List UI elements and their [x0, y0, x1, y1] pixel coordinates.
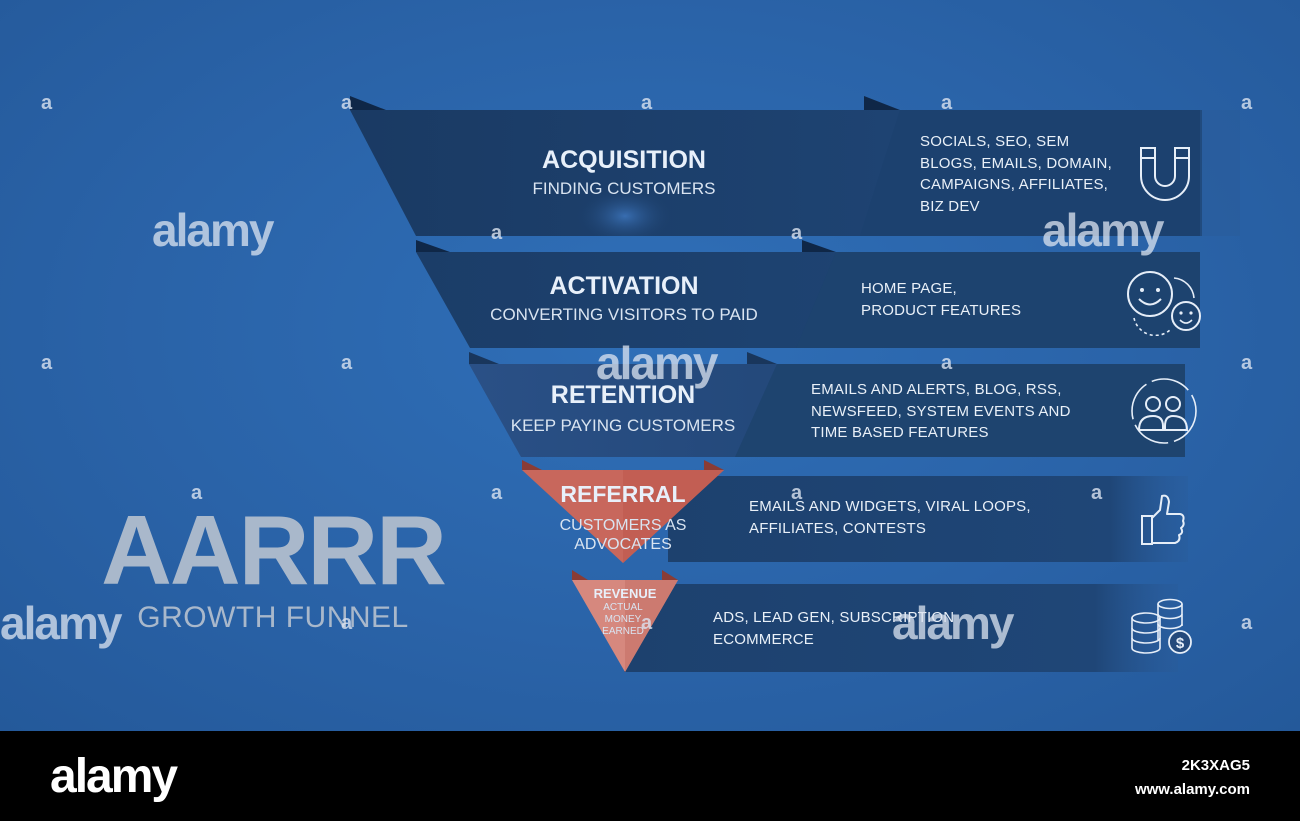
acquisition-details: SOCIALS, SEO, SEM BLOGS, EMAILS, DOMAIN,… — [920, 131, 1180, 217]
watermark-letter: a — [941, 352, 953, 374]
retention-details: EMAILS AND ALERTS, BLOG, RSS, NEWSFEED, … — [811, 379, 1111, 444]
watermark-letter: a — [491, 222, 503, 244]
footer-logo: alamy — [50, 750, 178, 803]
watermark-logo: alamy — [0, 597, 122, 649]
watermark-letter: a — [791, 222, 803, 244]
revenue-subtitle: ACTUAL MONEY EARNED — [602, 602, 644, 637]
activation-details: HOME PAGE, PRODUCT FEATURES — [861, 278, 1121, 321]
acquisition-band: ACQUISITION FINDING CUSTOMERS SOCIALS, S… — [340, 96, 1240, 236]
acquisition-shape — [350, 96, 1240, 236]
referral-details: EMAILS AND WIDGETS, VIRAL LOOPS, AFFILIA… — [749, 496, 1049, 539]
watermark-logo: alamy — [152, 204, 274, 256]
referral-subtitle: CUSTOMERS AS ADVOCATES — [559, 517, 687, 553]
funnel-canvas: ACQUISITION FINDING CUSTOMERS SOCIALS, S… — [0, 0, 1300, 731]
activation-shape — [416, 240, 1200, 348]
main-title: AARRR — [101, 495, 447, 605]
detail-line: ECOMMERCE — [713, 630, 814, 648]
watermark-letter: a — [1091, 482, 1103, 504]
detail-line: SOCIALS, SEO, SEM — [920, 133, 1070, 150]
detail-line: BIZ DEV — [920, 197, 980, 215]
detail-line: ADS, LEAD GEN, SUBSCRIPTION — [713, 609, 955, 626]
watermark-logo: alamy — [892, 597, 1014, 649]
watermark-letter: a — [791, 482, 803, 504]
watermark-letter: a — [641, 612, 653, 634]
detail-line: TIME BASED FEATURES — [811, 424, 989, 441]
detail-line: CAMPAIGNS, AFFILIATES, — [920, 176, 1109, 193]
footer-url-link[interactable]: www.alamy.com — [1134, 781, 1250, 798]
retention-title: RETENTION — [550, 381, 696, 409]
coins-dollar-icon: $ — [1131, 598, 1192, 654]
main-subtitle: GROWTH FUNNEL — [137, 601, 409, 634]
retention-subtitle: KEEP PAYING CUSTOMERS — [510, 416, 736, 435]
magnet-icon — [1140, 147, 1190, 201]
retention-band: RETENTION KEEP PAYING CUSTOMERS EMAILS A… — [465, 352, 1205, 457]
watermark-letter: a — [1241, 352, 1253, 374]
watermark-letter: a — [491, 482, 503, 504]
smiley-faces-icon — [1127, 271, 1201, 336]
footer-bar: alamy 2K3XAG5 www.alamy.com — [0, 731, 1300, 821]
watermark-letter: a — [1241, 92, 1253, 114]
watermark-logo: alamy — [596, 337, 718, 389]
activation-band: ACTIVATION CONVERTING VISITORS TO PAID H… — [410, 240, 1220, 348]
detail-line: NEWSFEED, SYSTEM EVENTS AND — [811, 402, 1071, 420]
detail-line: EMAILS AND ALERTS, BLOG, RSS, — [811, 381, 1062, 398]
image-id-text: 2K3XAG5 — [1181, 757, 1250, 774]
detail-line: AFFILIATES, CONTESTS — [749, 519, 927, 537]
acquisition-title: ACQUISITION — [542, 146, 706, 174]
activation-subtitle: CONVERTING VISITORS TO PAID — [490, 305, 758, 324]
watermark-letter: a — [641, 92, 653, 114]
detail-line: PRODUCT FEATURES — [861, 301, 1022, 319]
watermark-letter: a — [41, 352, 53, 374]
watermark-letter: a — [191, 482, 203, 504]
watermark-letter: a — [1241, 612, 1253, 634]
watermark-logo: alamy — [1042, 204, 1164, 256]
revenue-details: ADS, LEAD GEN, SUBSCRIPTION ECOMMERCE — [713, 607, 1013, 650]
watermark-letter: a — [341, 352, 353, 374]
watermark-letter: a — [41, 92, 53, 114]
activation-title: ACTIVATION — [549, 272, 699, 300]
watermark-letter: a — [341, 612, 353, 634]
revenue-title: REVENUE — [593, 586, 657, 601]
revenue-shape — [572, 570, 1178, 672]
detail-line: HOME PAGE, — [861, 280, 957, 297]
watermark-letter: a — [941, 92, 953, 114]
detail-line: BLOGS, EMAILS, DOMAIN, — [920, 154, 1112, 172]
svg-text:$: $ — [1176, 635, 1185, 652]
revenue-band: REVENUE ACTUAL MONEY EARNED ADS, LEAD GE… — [568, 570, 1208, 674]
watermark-letter: a — [341, 92, 353, 114]
acquisition-subtitle: FINDING CUSTOMERS — [532, 179, 716, 198]
thumbs-up-icon — [1141, 494, 1185, 545]
referral-title: REFERRAL — [560, 481, 686, 507]
detail-line: EMAILS AND WIDGETS, VIRAL LOOPS, — [749, 498, 1031, 515]
referral-band: REFERRAL CUSTOMERS AS ADVOCATES EMAILS A… — [518, 460, 1208, 565]
users-icon — [1131, 378, 1197, 444]
referral-shape — [522, 460, 1188, 563]
retention-shape — [469, 352, 1185, 457]
